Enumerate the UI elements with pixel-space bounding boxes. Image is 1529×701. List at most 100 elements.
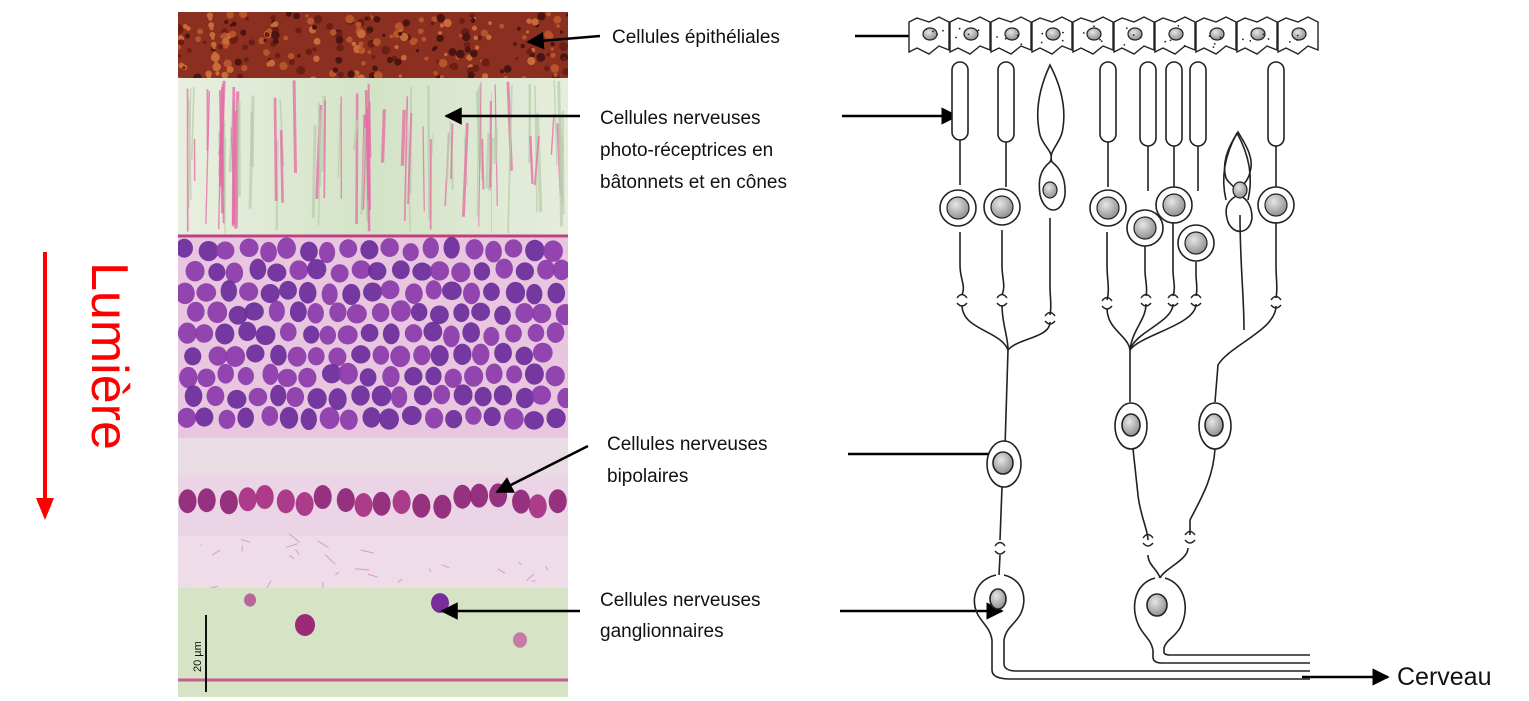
cell-nucleus: [993, 452, 1013, 474]
granule: [968, 33, 970, 35]
nucleus: [239, 282, 258, 301]
inner-plexiform-layer: [178, 536, 568, 588]
nucleus: [320, 326, 337, 345]
nucleus: [363, 282, 382, 301]
nucleus: [198, 488, 216, 512]
nucleus: [547, 322, 565, 343]
pigment-granule: [203, 41, 207, 45]
nucleus: [286, 387, 304, 407]
nucleus: [308, 388, 327, 409]
nucleus: [339, 239, 357, 258]
pigment-granule: [536, 53, 545, 62]
granule: [1184, 45, 1186, 47]
nucleus: [217, 364, 234, 384]
pigment-granule: [436, 35, 443, 42]
photoreceptor-streak: [281, 130, 282, 203]
nucleus: [307, 303, 323, 323]
fiber: [242, 546, 243, 552]
nucleus: [402, 406, 422, 425]
pigment-granule: [550, 64, 559, 73]
pigment-granule: [398, 32, 402, 36]
nucleus: [546, 366, 565, 386]
nucleus: [179, 489, 197, 513]
nucleus: [227, 390, 246, 409]
pigment-granule: [562, 68, 570, 76]
cell-nucleus: [1163, 194, 1185, 216]
pigment-granule: [361, 61, 366, 66]
pigment-granule: [544, 30, 552, 38]
nucleus: [404, 367, 422, 385]
nucleus: [209, 346, 228, 365]
nucleus: [465, 239, 483, 259]
fiber: [201, 544, 202, 545]
nucleus: [372, 303, 390, 322]
nucleus: [470, 484, 488, 508]
pigment-granule: [372, 55, 376, 59]
label-bipolar-line1: Cellules nerveuses: [607, 434, 768, 455]
nucleus: [296, 492, 314, 516]
pigment-granule: [470, 50, 478, 58]
pigment-granule: [473, 35, 478, 40]
photoreceptor-streak: [563, 111, 564, 215]
retina-schematic: [909, 17, 1318, 679]
nucleus: [412, 263, 432, 281]
nucleus: [368, 262, 386, 280]
nucleus: [303, 326, 319, 344]
nucleus: [267, 264, 286, 282]
nucleus: [475, 387, 492, 407]
cell-nucleus: [1147, 594, 1167, 616]
pigment-granule: [221, 72, 228, 79]
nucleus: [524, 411, 544, 430]
cell-nucleus: [1046, 28, 1060, 40]
pigment-granule: [526, 49, 532, 55]
nucleus: [279, 281, 297, 300]
nucleus: [403, 243, 419, 261]
pigment-granule: [232, 22, 237, 27]
nucleus: [390, 346, 410, 368]
nucleus: [483, 283, 500, 301]
granule: [936, 33, 938, 35]
granule: [1263, 33, 1265, 35]
nucleus: [426, 280, 442, 299]
photoreceptor-streak: [236, 91, 238, 228]
nucleus: [195, 324, 213, 343]
pigment-granule: [288, 53, 294, 59]
pigment-granule: [531, 18, 538, 25]
nucleus: [495, 259, 512, 279]
cell-nucleus: [1087, 28, 1101, 40]
photoreceptor-streak: [402, 110, 404, 166]
nucleus: [462, 322, 480, 342]
nucleus: [337, 488, 355, 512]
pigment-granule: [418, 28, 424, 34]
granule: [1041, 42, 1043, 44]
pigment-granule: [472, 65, 479, 72]
nucleus: [484, 407, 501, 426]
nucleus: [423, 322, 442, 342]
rod-cell: [1100, 62, 1116, 142]
nucleus: [261, 406, 278, 426]
nucleus: [445, 369, 462, 388]
nucleus: [373, 346, 390, 365]
nucleus: [351, 345, 370, 363]
photoreceptor-streak: [357, 94, 358, 224]
nucleus: [453, 485, 471, 509]
pigment-granule: [551, 42, 555, 46]
pigment-granule: [215, 71, 219, 75]
pigment-granule: [307, 18, 314, 25]
pigment-granule: [437, 14, 445, 22]
ganglion-nucleus: [513, 632, 527, 647]
pigment-granule: [444, 19, 452, 27]
pigment-granule: [239, 10, 247, 18]
nucleus: [362, 407, 380, 428]
pigment-granule: [475, 45, 479, 49]
pigment-granule: [562, 57, 566, 61]
nucleus: [546, 408, 565, 428]
granule: [959, 28, 961, 30]
pigment-granule: [459, 18, 465, 24]
pigment-granule: [229, 31, 236, 38]
pigment-granule: [336, 36, 344, 44]
nucleus: [379, 408, 399, 429]
nucleus: [557, 388, 574, 408]
pigment-granule: [289, 59, 295, 65]
label-photoreceptors-line1: Cellules nerveuses: [600, 108, 761, 129]
